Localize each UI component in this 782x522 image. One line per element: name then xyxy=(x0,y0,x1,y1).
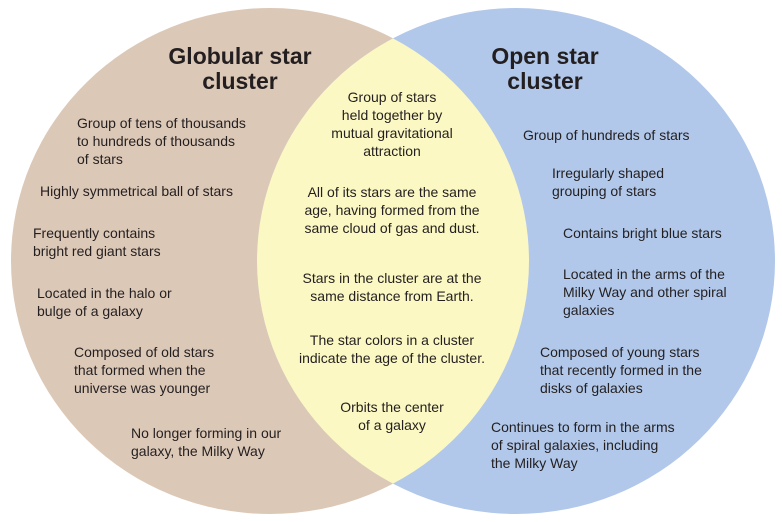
right-item: Contains bright blue stars xyxy=(563,225,722,241)
left-item: Group of tens of thousands to hundreds o… xyxy=(77,115,246,167)
shared-item: Group of stars held together by mutual g… xyxy=(331,89,453,159)
shared-item: Stars in the cluster are at the same dis… xyxy=(302,270,482,304)
left-item: Composed of old stars that formed when t… xyxy=(74,344,215,396)
shared-item: Orbits the center of a galaxy xyxy=(340,399,444,433)
right-item: Group of hundreds of stars xyxy=(523,127,690,143)
right-item: Continues to form in the arms of spiral … xyxy=(491,419,675,471)
left-item: Located in the halo or bulge of a galaxy xyxy=(37,285,172,319)
left-item: No longer forming in our galaxy, the Mil… xyxy=(131,425,282,459)
left-title: Globular star cluster xyxy=(168,43,312,94)
right-title: Open star cluster xyxy=(491,43,599,94)
right-item: Located in the arms of the Milky Way and… xyxy=(563,266,727,318)
shared-item: The star colors in a cluster indicate th… xyxy=(298,332,485,366)
overlap-region xyxy=(257,8,529,514)
left-item: Frequently contains bright red giant sta… xyxy=(33,225,161,259)
shared-item: All of its stars are the same age, havin… xyxy=(304,184,480,236)
left-item: Highly symmetrical ball of stars xyxy=(40,183,233,199)
right-item: Composed of young stars that recently fo… xyxy=(540,344,702,396)
right-item: Irregularly shaped grouping of stars xyxy=(552,165,665,199)
